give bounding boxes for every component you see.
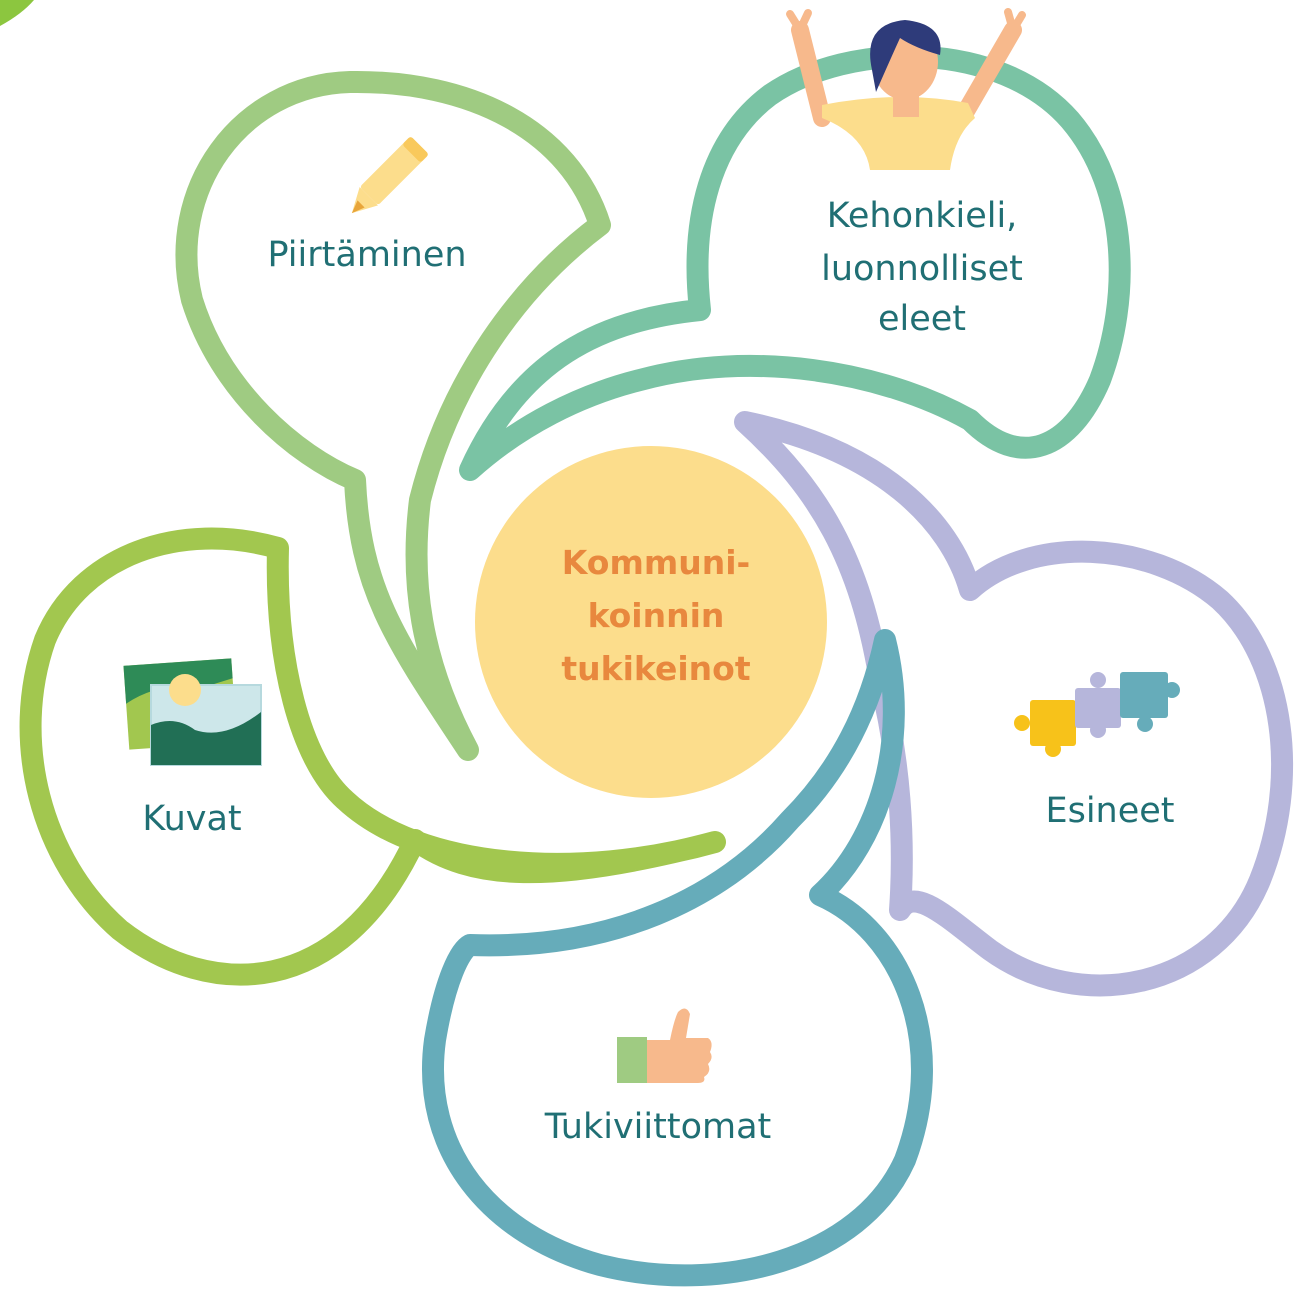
bubble-label-kehonkieli-line-2: luonnolliset	[821, 249, 1023, 289]
bubble-outline-piirtaminen	[175, 70, 611, 761]
person-raising-arms-icon	[786, 8, 1026, 170]
thumbs-up-icon	[617, 1008, 712, 1083]
bubble-label-tukiviittomat: Tukiviittomat	[544, 1107, 772, 1147]
bubble-outline-kehonkieli	[459, 45, 1131, 481]
bubble-label-kuvat: Kuvat	[142, 799, 241, 839]
bubble-label-esineet: Esineet	[1045, 791, 1174, 831]
bubble-outline-kuvat	[19, 527, 726, 986]
center-title-line-3: tukikeinot	[561, 649, 750, 688]
pictures-icon	[123, 658, 262, 766]
center-circle	[475, 446, 827, 798]
center-title-line-1: Kommuni-	[562, 543, 750, 582]
bubble-label-kehonkieli-line-3: eleet	[878, 299, 966, 339]
puzzle-pieces-icon	[1014, 672, 1180, 757]
center-title-line-2: koinnin	[588, 596, 725, 635]
pencil-icon	[351, 137, 428, 214]
corner-accent	[0, 0, 34, 26]
bubble-label-kehonkieli-line-1: Kehonkieli,	[827, 196, 1018, 236]
bubble-label-piirtaminen: Piirtäminen	[267, 235, 466, 275]
center-title: Kommuni- koinnin tukikeinot	[561, 543, 750, 688]
bubble-outline-tukiviittomat	[422, 629, 933, 1287]
